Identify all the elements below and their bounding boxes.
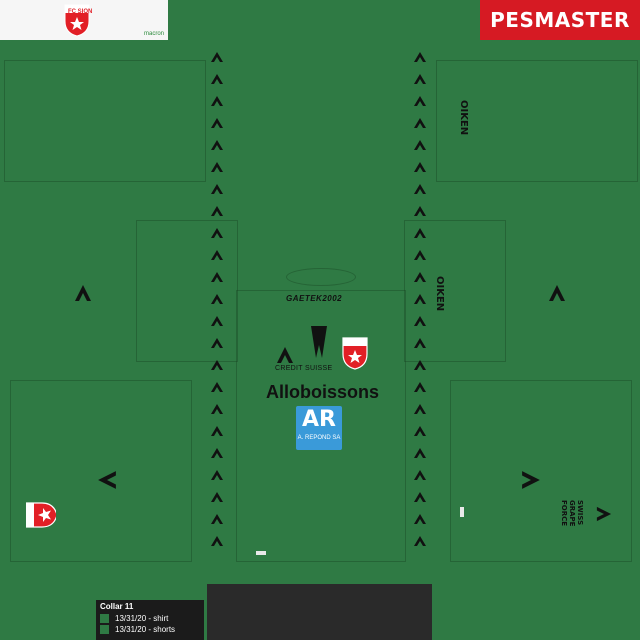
chevron-mark: [211, 294, 223, 304]
shorts-seam-left: [10, 380, 192, 562]
chevron-mark: [211, 316, 223, 326]
chevron-mark: [211, 448, 223, 458]
chevron-column-right: [414, 52, 426, 546]
chevron-mark: [414, 294, 426, 304]
chevron-mark: [414, 52, 426, 62]
sleeve-sponsor-upper: OIKEN: [458, 100, 469, 136]
macron-logo-icon: [98, 471, 116, 489]
chevron-mark: [211, 426, 223, 436]
macron-logo-icon: [75, 285, 91, 301]
chevron-mark: [211, 404, 223, 414]
chevron-mark: [211, 118, 223, 128]
chevron-mark: [211, 360, 223, 370]
chevron-mark: [211, 184, 223, 194]
macron-logo-icon: [596, 506, 612, 522]
ar-sponsor-badge: AR A. REPOND SA: [296, 406, 342, 450]
ar-badge-label: A. REPOND SA: [297, 435, 341, 441]
chevron-mark: [211, 228, 223, 238]
sleeve-seam-left: [4, 60, 206, 182]
chevron-mark: [211, 52, 223, 62]
size-tag: [460, 507, 464, 517]
chevron-mark: [211, 492, 223, 502]
chevron-mark: [211, 536, 223, 546]
collar-v-icon: [311, 326, 327, 358]
chevron-mark: [211, 74, 223, 84]
chevron-mark: [414, 74, 426, 84]
chevron-mark: [414, 184, 426, 194]
sleeve-seam-right: [436, 60, 638, 182]
collar-title: Collar 11: [100, 602, 134, 611]
collar-item-label: 13/31/20 - shorts: [115, 625, 176, 634]
chevron-mark: [211, 514, 223, 524]
macron-logo-icon: [522, 471, 540, 489]
chevron-mark: [414, 162, 426, 172]
front-panel-seam: [236, 290, 406, 562]
chevron-mark: [414, 140, 426, 150]
neck-seam: [286, 268, 356, 286]
body-seam-right: [404, 220, 506, 362]
body-seam-left: [136, 220, 238, 362]
main-sponsor-label: Alloboissons: [266, 382, 380, 402]
sleeve-sponsor-lower: OIKEN: [434, 276, 445, 312]
ar-logo-text: AR: [302, 407, 336, 432]
crest-text: FC SION: [68, 9, 93, 15]
chevron-mark: [414, 250, 426, 260]
chevron-column-left: [211, 52, 223, 546]
club-logo-box: FC SION macron: [0, 0, 168, 40]
fc-sion-crest-icon: [64, 4, 90, 37]
chevron-mark: [414, 404, 426, 414]
sock-area-block: [207, 584, 432, 640]
chevron-mark: [211, 272, 223, 282]
chevron-mark: [211, 206, 223, 216]
collar-item-label: 13/31/20 - shirt: [115, 614, 169, 623]
color-swatch: [100, 625, 109, 634]
collar-item-shorts: 13/31/20 - shorts: [96, 624, 204, 635]
pesmaster-watermark: PESMASTER: [480, 0, 640, 40]
chevron-mark: [414, 206, 426, 216]
brand-mini-label: macron: [143, 31, 164, 37]
shorts-seam-right: [450, 380, 632, 562]
chevron-mark: [414, 316, 426, 326]
collar-item-shirt: 13/31/20 - shirt: [96, 613, 204, 624]
chevron-mark: [211, 140, 223, 150]
chevron-mark: [414, 338, 426, 348]
chevron-mark: [414, 426, 426, 436]
macron-logo-icon: [549, 285, 565, 301]
chevron-mark: [211, 162, 223, 172]
chevron-mark: [414, 382, 426, 392]
chevron-mark: [414, 536, 426, 546]
chevron-mark: [414, 360, 426, 370]
chevron-mark: [414, 228, 426, 238]
chevron-mark: [211, 338, 223, 348]
chevron-mark: [414, 96, 426, 106]
designer-signature: GAETEK2002: [286, 294, 343, 303]
chevron-mark: [414, 470, 426, 480]
chevron-mark: [211, 96, 223, 106]
chevron-mark: [211, 470, 223, 480]
collar-info-panel: Collar 11 13/31/20 - shirt 13/31/20 - sh…: [96, 600, 204, 640]
macron-logo-icon: [277, 347, 293, 363]
fc-sion-crest-icon: [342, 337, 368, 370]
chevron-mark: [211, 382, 223, 392]
fc-sion-crest-icon: [26, 502, 56, 528]
bank-sponsor-label: CREDIT SUISSE: [275, 365, 333, 372]
chevron-mark: [414, 118, 426, 128]
chevron-mark: [414, 448, 426, 458]
chevron-mark: [414, 492, 426, 502]
chevron-mark: [414, 272, 426, 282]
chevron-mark: [211, 250, 223, 260]
size-tag: [256, 551, 266, 555]
shorts-sponsor-label: SWISS GRAPE FORCE: [560, 500, 584, 527]
chevron-mark: [414, 514, 426, 524]
color-swatch: [100, 614, 109, 623]
